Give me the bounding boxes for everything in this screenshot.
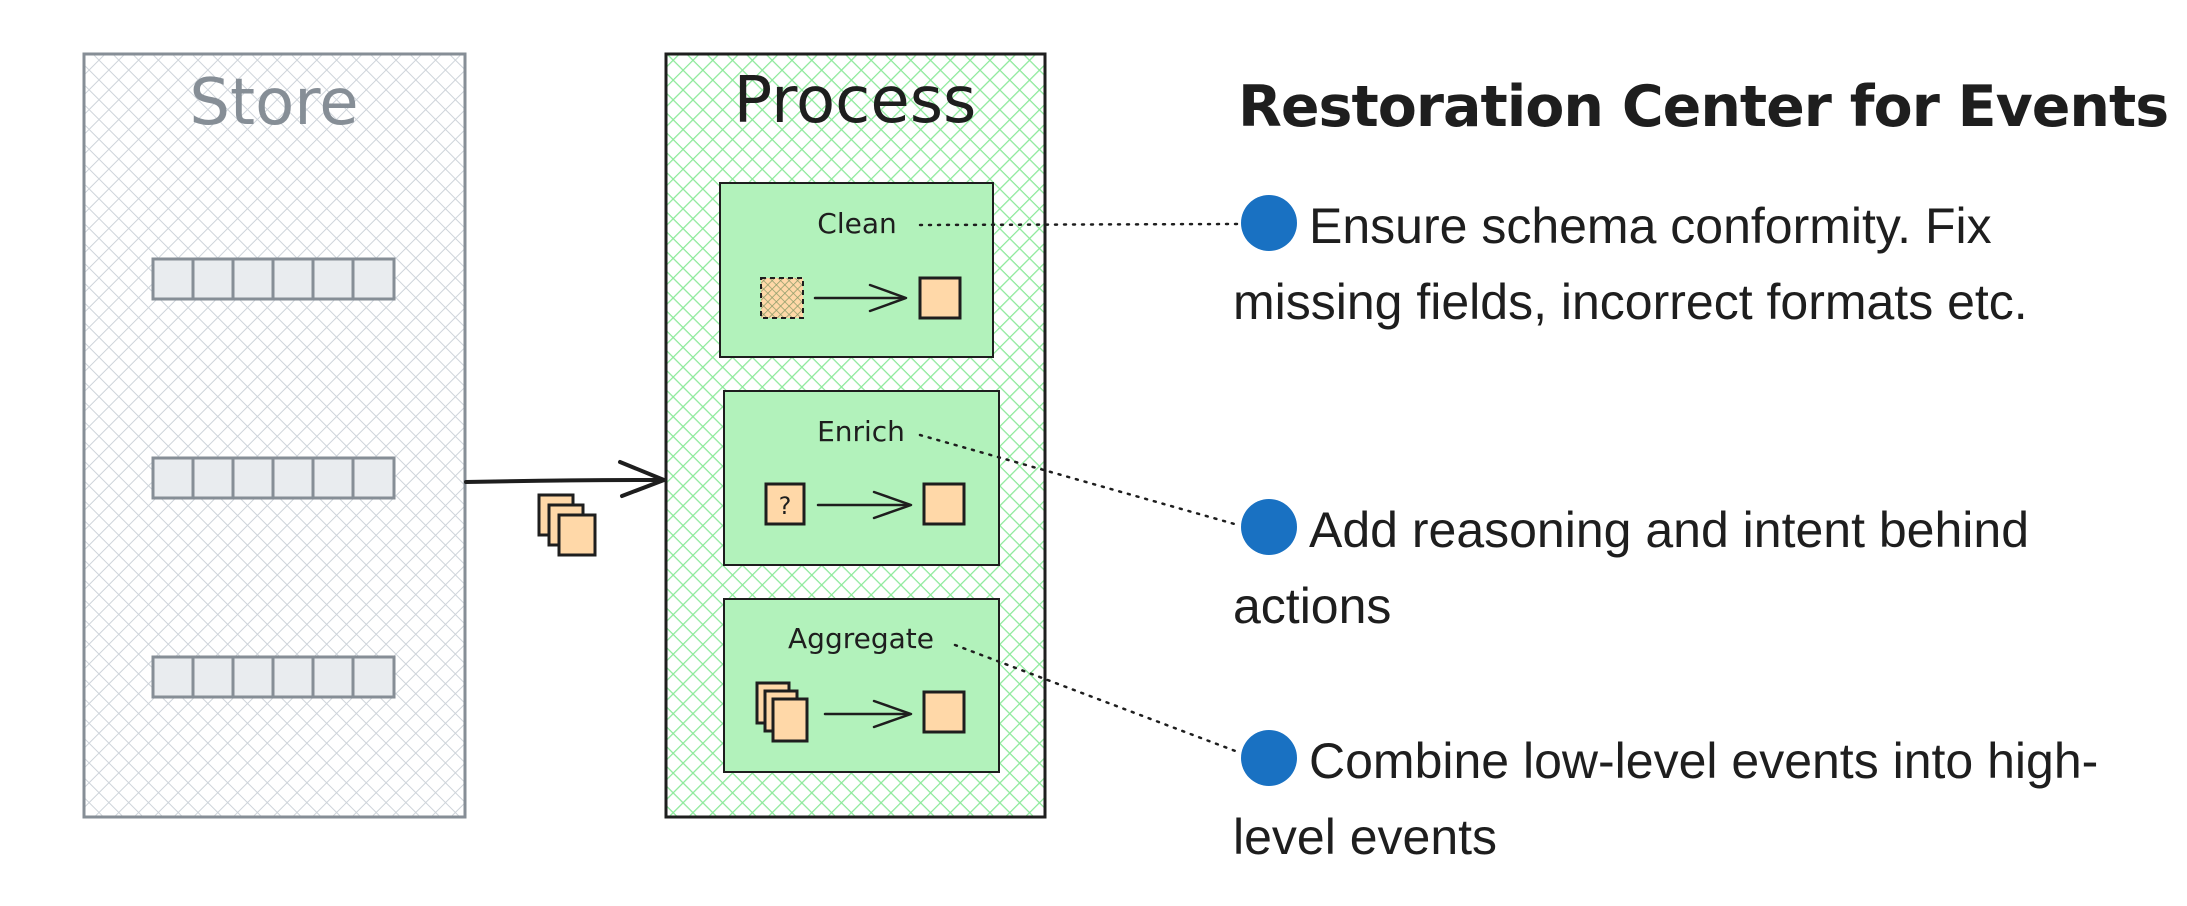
detail-item-clean: Ensure schema conformity. Fix missing fi… (1233, 188, 2113, 340)
stage-enrich: Enrich ? (723, 390, 1000, 566)
connector-clean (918, 222, 1240, 227)
question-event-icon: ? (764, 482, 806, 526)
event-queue (151, 456, 396, 500)
event-box-icon (922, 482, 966, 526)
detail-text: Ensure schema conformity. Fix missing fi… (1233, 198, 2028, 330)
arrow-right-icon (823, 699, 913, 729)
store-panel: Store (82, 52, 467, 819)
stage-label: Clean (817, 207, 896, 240)
stage-aggregate: Aggregate (723, 598, 1000, 773)
arrow-right-icon (816, 490, 913, 520)
detail-item-enrich: Add reasoning and intent behind actions (1233, 492, 2113, 644)
event-queue (151, 257, 396, 301)
process-panel: Process Clean Enrich ? (664, 52, 1047, 819)
event-queue (151, 655, 396, 699)
stage-label: Enrich (817, 415, 905, 448)
dirty-event-icon (760, 277, 804, 319)
event-stack-icon (537, 493, 597, 557)
event-box-icon (918, 276, 962, 320)
store-title: Store (189, 66, 358, 140)
event-box-icon (922, 690, 966, 734)
details-title: Restoration Center for Events (1238, 74, 2169, 140)
connector-enrich (918, 433, 1240, 527)
bullet-dot-icon (1241, 499, 1297, 555)
detail-item-aggregate: Combine low-level events into high-level… (1233, 723, 2113, 875)
svg-text:?: ? (779, 492, 792, 520)
flow-arrow (464, 460, 666, 498)
process-title: Process (734, 64, 977, 138)
arrow-right-icon (813, 283, 908, 313)
stage-clean: Clean (719, 182, 994, 358)
event-stack-icon (755, 681, 809, 743)
bullet-dot-icon (1241, 730, 1297, 786)
bullet-dot-icon (1241, 195, 1297, 251)
connector-lines (918, 222, 1240, 754)
detail-text: Combine low-level events into high-level… (1233, 733, 2099, 865)
connector-aggregate (953, 643, 1240, 754)
stage-label: Aggregate (788, 622, 934, 655)
detail-text: Add reasoning and intent behind actions (1233, 502, 2030, 634)
